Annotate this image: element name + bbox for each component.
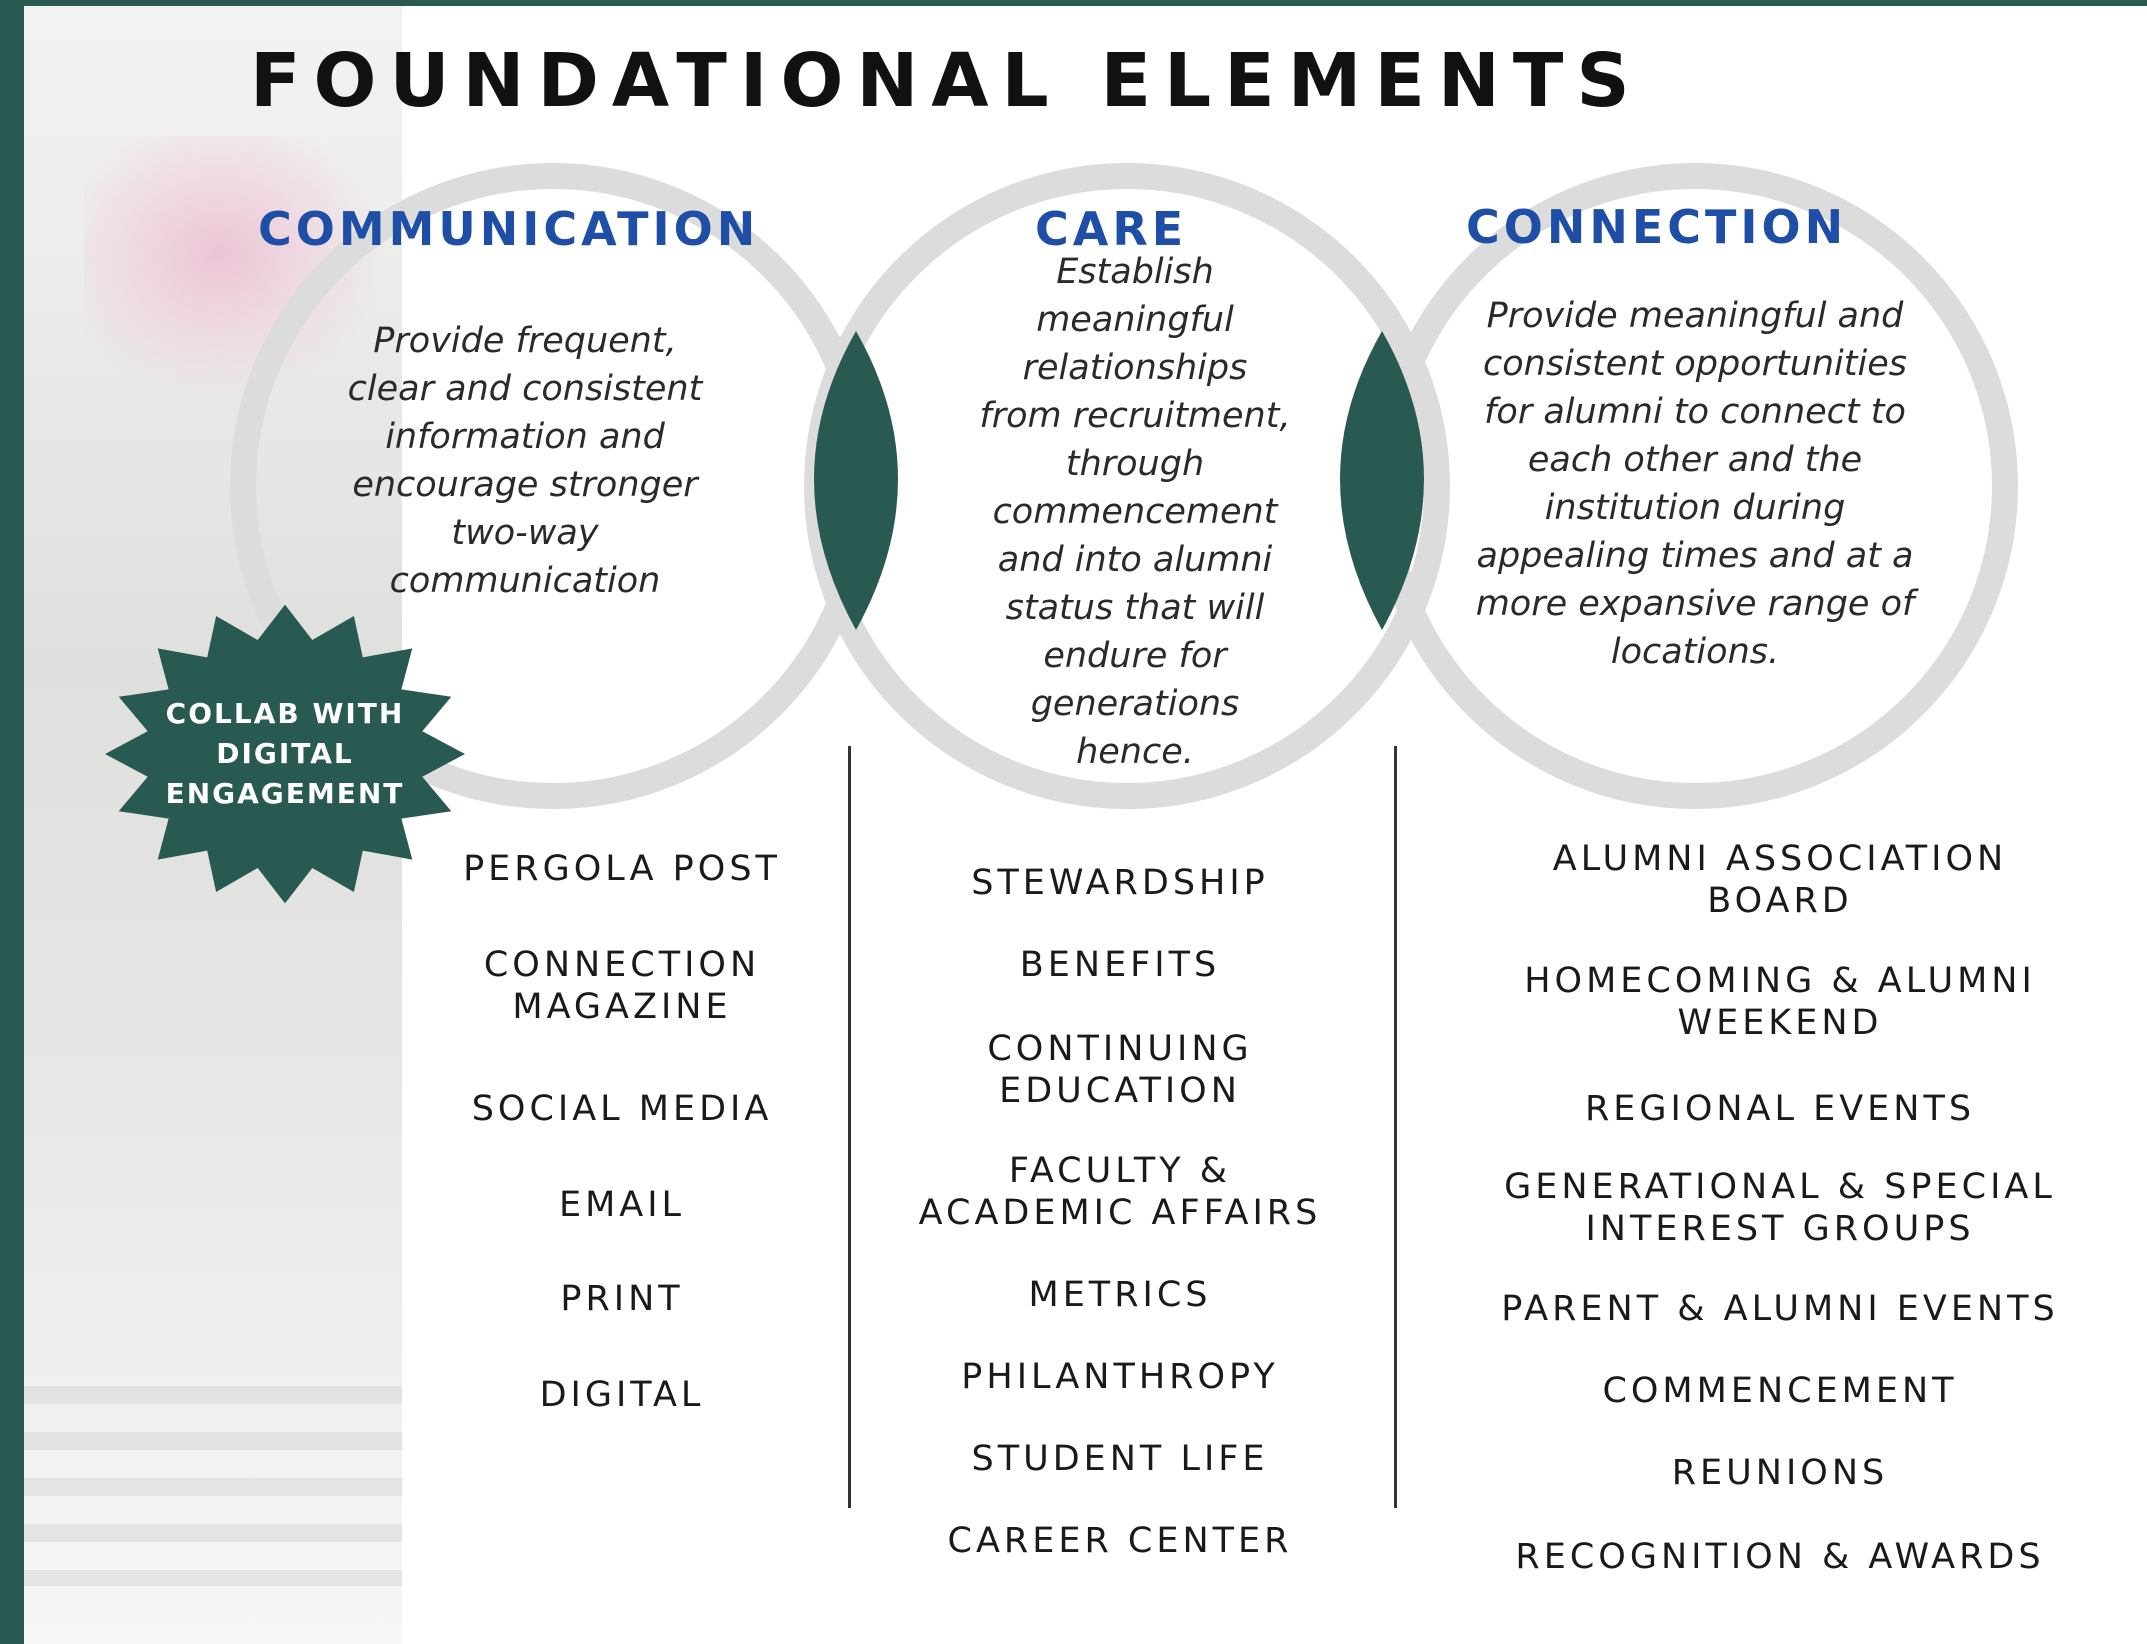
description-line: encourage stronger bbox=[352, 465, 698, 505]
list-item-line: INTEREST GROUPS bbox=[1585, 1209, 1975, 1249]
description-line: for alumni to connect to bbox=[1484, 392, 1906, 432]
list-item: REGIONAL EVENTS bbox=[1585, 1088, 1975, 1130]
list-item-line: ALUMNI ASSOCIATION bbox=[1552, 839, 2008, 879]
list-item-line: PERGOLA POST bbox=[463, 849, 781, 889]
list-item: PARENT & ALUMNI EVENTS bbox=[1501, 1288, 2058, 1330]
list-item-line: EMAIL bbox=[558, 1185, 686, 1225]
venn-overlap-lens-right bbox=[1340, 331, 1424, 630]
list-item-line: HOMECOMING & ALUMNI bbox=[1524, 961, 2036, 1001]
heading-connection: CONNECTION bbox=[1466, 200, 1848, 254]
column-divider-left bbox=[848, 746, 851, 1508]
list-item-line: ACADEMIC AFFAIRS bbox=[918, 1193, 1322, 1233]
collab-badge: COLLAB WITH DIGITAL ENGAGEMENT bbox=[98, 598, 472, 910]
list-item-line: STEWARDSHIP bbox=[971, 863, 1269, 903]
description-line: Provide frequent, bbox=[373, 321, 677, 361]
top-frame-border bbox=[0, 0, 2147, 6]
description-line: Establish bbox=[1056, 252, 1214, 292]
list-item-line: CAREER CENTER bbox=[947, 1521, 1293, 1561]
list-item: METRICS bbox=[1029, 1274, 1212, 1316]
description-line: hence. bbox=[1076, 732, 1194, 772]
list-item: EMAIL bbox=[559, 1184, 685, 1226]
description-line: each other and the bbox=[1527, 440, 1863, 480]
description-line: and into alumni bbox=[997, 540, 1273, 580]
list-item-line: CONTINUING bbox=[987, 1029, 1253, 1069]
list-item: CAREER CENTER bbox=[948, 1520, 1293, 1562]
list-item-line: REUNIONS bbox=[1671, 1453, 1889, 1493]
description-line: generations bbox=[1030, 684, 1240, 724]
description-care: Establish meaningful relationships from rec… bbox=[935, 248, 1335, 776]
list-item-line: COMMENCEMENT bbox=[1602, 1371, 1958, 1411]
description-line: meaningful bbox=[1036, 300, 1234, 340]
list-item: PHILANTHROPY bbox=[961, 1356, 1278, 1398]
description-line: Provide meaningful and bbox=[1486, 296, 1904, 336]
list-item-line: REGIONAL EVENTS bbox=[1584, 1089, 1976, 1129]
list-item: REUNIONS bbox=[1672, 1452, 1889, 1494]
list-item: PERGOLA POST bbox=[463, 848, 781, 890]
venn-overlap-lens-left bbox=[814, 331, 898, 630]
list-item: COMMENCEMENT bbox=[1602, 1370, 1957, 1412]
description-line: more expansive range of bbox=[1475, 584, 1915, 624]
list-item-line: PARENT & ALUMNI EVENTS bbox=[1501, 1289, 2059, 1329]
page-title: FOUNDATIONAL ELEMENTS bbox=[250, 38, 1643, 124]
list-item-line: WEEKEND bbox=[1677, 1003, 1883, 1043]
list-item-line: BOARD bbox=[1707, 881, 1853, 921]
left-frame-border bbox=[0, 0, 24, 1644]
list-item-line: SOCIAL MEDIA bbox=[471, 1089, 773, 1129]
list-item-line: METRICS bbox=[1028, 1275, 1212, 1315]
description-line: relationships bbox=[1022, 348, 1248, 388]
description-connection: Provide meaningful and consistent opportu… bbox=[1430, 292, 1960, 676]
list-item: STUDENT LIFE bbox=[971, 1438, 1268, 1480]
description-line: two-way bbox=[451, 513, 599, 553]
badge-line: ENGAGEMENT bbox=[165, 777, 405, 810]
description-line: institution during bbox=[1544, 488, 1846, 528]
heading-care: CARE bbox=[1035, 202, 1188, 256]
description-line: from recruitment, bbox=[979, 396, 1291, 436]
starburst-icon bbox=[105, 604, 465, 904]
description-line: information and bbox=[385, 417, 665, 457]
list-item: BENEFITS bbox=[1020, 944, 1220, 986]
list-item-line: RECOGNITION & AWARDS bbox=[1515, 1537, 2045, 1577]
description-line: clear and consistent bbox=[347, 369, 703, 409]
description-line: status that will bbox=[1005, 588, 1265, 628]
badge-line: DIGITAL bbox=[216, 737, 354, 770]
description-line: endure for bbox=[1043, 636, 1227, 676]
badge-line: COLLAB WITH bbox=[165, 697, 405, 730]
description-line: communication bbox=[389, 561, 661, 601]
list-item-line: PHILANTHROPY bbox=[961, 1357, 1279, 1397]
list-item-line: CONNECTION bbox=[483, 945, 761, 985]
description-line: appealing times and at a bbox=[1476, 536, 1914, 576]
column-divider-right bbox=[1394, 746, 1397, 1508]
list-item-line: GENERATIONAL & SPECIAL bbox=[1504, 1167, 2056, 1207]
list-item: STEWARDSHIP bbox=[971, 862, 1269, 904]
list-item-line: BENEFITS bbox=[1019, 945, 1221, 985]
description-line: locations. bbox=[1610, 632, 1780, 672]
list-item-line: DIGITAL bbox=[539, 1375, 705, 1415]
heading-communication: COMMUNICATION bbox=[258, 202, 760, 256]
list-item-line: EDUCATION bbox=[999, 1071, 1241, 1111]
list-item-line: STUDENT LIFE bbox=[971, 1439, 1269, 1479]
list-item-line: PRINT bbox=[560, 1279, 684, 1319]
list-item-line: FACULTY & bbox=[1008, 1151, 1232, 1191]
list-item: SOCIAL MEDIA bbox=[472, 1088, 773, 1130]
description-line: through bbox=[1065, 444, 1205, 484]
description-line: commencement bbox=[992, 492, 1278, 532]
list-item: PRINT bbox=[560, 1278, 683, 1320]
list-item: RECOGNITION & AWARDS bbox=[1515, 1536, 2044, 1578]
description-communication: Provide frequent, clear and consistent inf… bbox=[300, 317, 750, 605]
list-item-line: MAGAZINE bbox=[512, 987, 732, 1027]
description-line: consistent opportunities bbox=[1483, 344, 1907, 384]
list-item: DIGITAL bbox=[540, 1374, 705, 1416]
badge-label: COLLAB WITH DIGITAL ENGAGEMENT bbox=[98, 694, 472, 814]
list-item: FACULTY &ACADEMIC AFFAIRS bbox=[919, 1150, 1322, 1234]
